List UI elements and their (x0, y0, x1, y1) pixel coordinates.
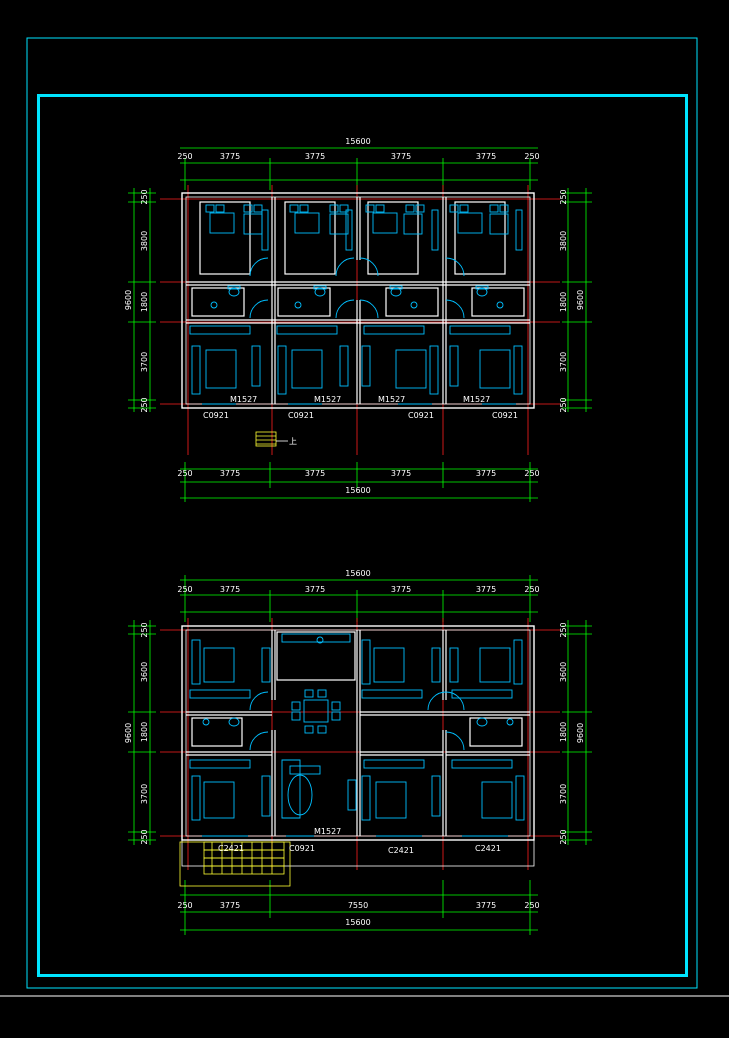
bottom-left-dim: 3600 (140, 662, 149, 682)
top-seg: 250 (524, 152, 539, 161)
top-right-dim: 250 (559, 189, 568, 204)
door-label: M1527 (463, 395, 490, 404)
inner-frame (37, 94, 688, 977)
bottom-seg: 250 (524, 585, 539, 594)
top-bottom-seg: 3775 (220, 469, 240, 478)
window-label: C2421 (388, 846, 414, 855)
bottom-seg: 3775 (391, 585, 411, 594)
top-left-dim: 250 (140, 397, 149, 412)
top-right-dim: 3700 (559, 352, 568, 372)
bottom-seg: 3775 (305, 585, 325, 594)
bottom-seg: 3775 (476, 585, 496, 594)
door-label: M1527 (378, 395, 405, 404)
bottom-right-dim: 250 (559, 622, 568, 637)
stair-note: 上 (289, 437, 297, 446)
top-right-dim: 250 (559, 397, 568, 412)
top-bottom-seg: 3775 (305, 469, 325, 478)
outer-frame (26, 37, 698, 989)
top-bottom-seg: 250 (177, 469, 192, 478)
floor-plan-bottom: 15600 250 3775 3775 3775 3775 250 250 36… (124, 569, 592, 935)
bottom-left-dim: 3700 (140, 784, 149, 804)
top-seg: 3775 (391, 152, 411, 161)
bottom-right-dim: 1800 (559, 722, 568, 742)
top-left-dim: 3800 (140, 231, 149, 251)
window-label: C0921 (288, 411, 314, 420)
top-left-dim: 250 (140, 189, 149, 204)
top-left-dim: 3700 (140, 352, 149, 372)
bottom-bottom-seg: 250 (177, 901, 192, 910)
bottom-right-dim: 3700 (559, 784, 568, 804)
window-label: C0921 (408, 411, 434, 420)
window-label: C2421 (218, 844, 244, 853)
door-label: M1527 (230, 395, 257, 404)
top-right-dim: 3800 (559, 231, 568, 251)
floor-plan-top: 15600 250 3775 3775 3775 3775 250 250 38… (124, 137, 592, 502)
bottom-bottom-seg: 3775 (220, 901, 240, 910)
top-right-total: 9600 (576, 290, 585, 310)
window-label: C0921 (203, 411, 229, 420)
top-left-dim: 1800 (140, 292, 149, 312)
window-label: C0921 (289, 844, 315, 853)
bottom-left-total: 9600 (124, 723, 133, 743)
door-label: M1527 (314, 827, 341, 836)
bottom-bottom-seg: 3775 (476, 901, 496, 910)
top-bottom-seg: 3775 (391, 469, 411, 478)
bottom-left-dim: 1800 (140, 722, 149, 742)
top-total-width: 15600 (345, 137, 370, 146)
top-bottom-seg: 3775 (476, 469, 496, 478)
top-seg: 250 (177, 152, 192, 161)
top-bottom-total: 15600 (345, 486, 370, 495)
window-label: C0921 (492, 411, 518, 420)
top-left-total: 9600 (124, 290, 133, 310)
bottom-seg: 3775 (220, 585, 240, 594)
bottom-right-dim: 250 (559, 829, 568, 844)
bottom-bottom-seg: 250 (524, 901, 539, 910)
top-seg: 3775 (476, 152, 496, 161)
top-right-dim: 1800 (559, 292, 568, 312)
top-bottom-seg: 250 (524, 469, 539, 478)
bottom-left-dim: 250 (140, 622, 149, 637)
top-seg: 3775 (220, 152, 240, 161)
bottom-bottom-total: 15600 (345, 918, 370, 927)
bottom-bottom-seg: 7550 (348, 901, 368, 910)
top-seg: 3775 (305, 152, 325, 161)
window-label: C2421 (475, 844, 501, 853)
bottom-left-dim: 250 (140, 829, 149, 844)
bottom-total-width: 15600 (345, 569, 370, 578)
door-label: M1527 (314, 395, 341, 404)
bottom-right-total: 9600 (576, 723, 585, 743)
bottom-seg: 250 (177, 585, 192, 594)
bottom-right-dim: 3600 (559, 662, 568, 682)
